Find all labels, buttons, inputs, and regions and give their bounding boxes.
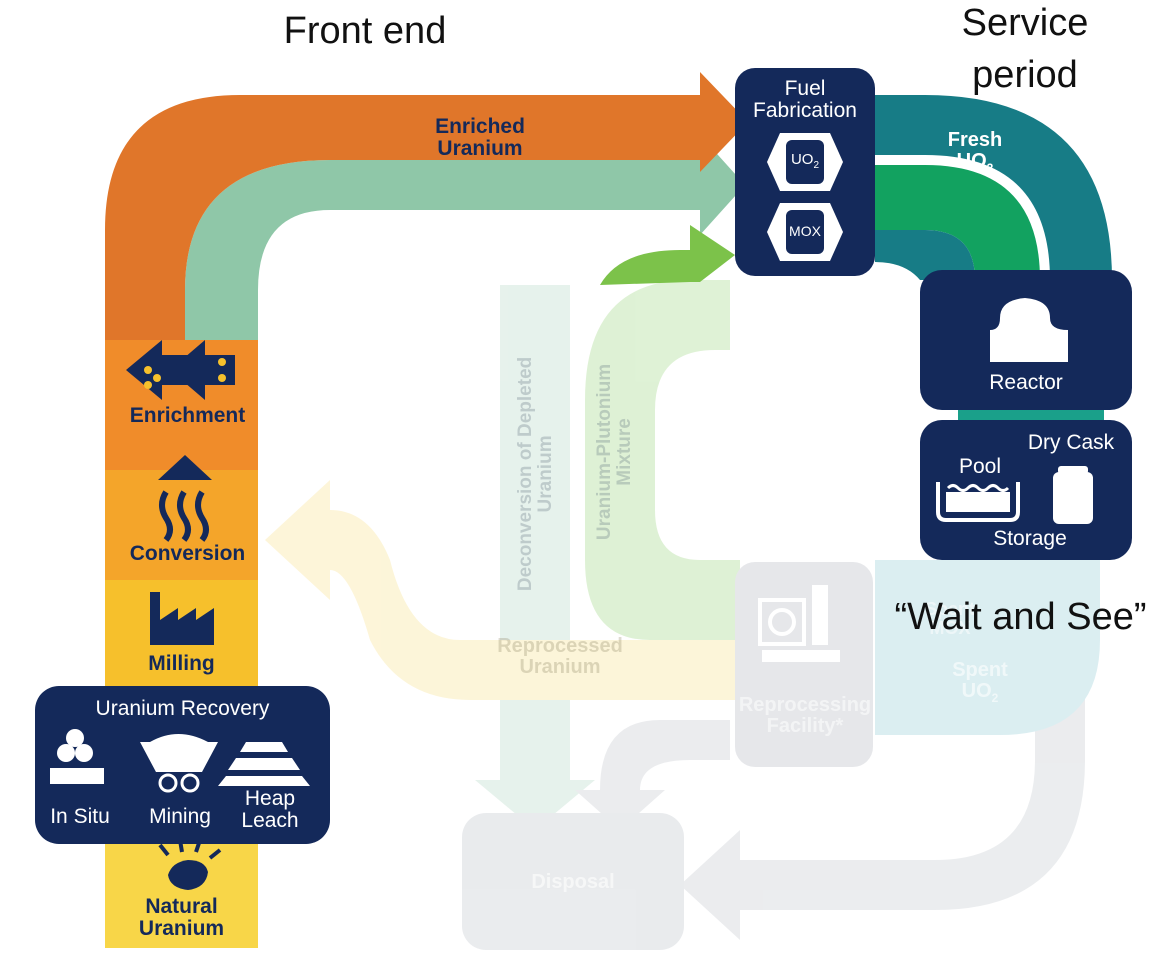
fresh-uo2-line: UO2 — [935, 151, 1015, 175]
heap-leach-line1: Heap — [244, 787, 296, 810]
reprocessed-uranium-arrow — [265, 480, 740, 700]
pool-label: Pool — [958, 455, 1002, 478]
spent-label: Spent — [952, 659, 1008, 681]
natural-uranium-label: Natural Uranium — [105, 895, 258, 941]
spent-uo2-label: Spent UO2 — [940, 660, 1020, 705]
fresh-mox-green-arc — [875, 165, 1040, 280]
natural-uranium-line1: Natural — [145, 895, 218, 918]
fuel-fabrication-line2: Fabrication — [753, 99, 857, 123]
back-end-faded-group — [265, 280, 1100, 950]
enrichment-label: Enrichment — [129, 404, 246, 427]
enriched-uranium-label: Enriched Uranium — [400, 115, 560, 161]
uo2-text: UO — [790, 151, 814, 168]
reactor-label: Reactor — [989, 371, 1063, 394]
enriched-uranium-arrow — [105, 72, 748, 340]
in-situ-icon — [50, 729, 104, 784]
natural-uranium-line2: Uranium — [138, 917, 225, 941]
reprocessing-facility-icon — [758, 585, 840, 662]
fresh-uo2-teal-arc — [875, 95, 1112, 280]
mox-label: MOX — [789, 223, 821, 239]
reprocessing-facility-label: Reprocessing Facility* — [735, 695, 875, 737]
heap-leach-label: Heap Leach — [228, 787, 312, 833]
deconversion-label: Deconversion of Depleted Uranium — [515, 334, 556, 614]
uo2-hexagon-icon — [767, 133, 843, 191]
reprocessed-line2: Uranium — [519, 656, 601, 678]
reprocessing-facility-box — [735, 562, 873, 767]
reprocessing-line1: Reprocessing — [738, 694, 872, 716]
front-end-heading: Front end — [283, 10, 447, 52]
mining-label: Mining — [149, 805, 211, 828]
deconversion-arrow — [475, 285, 595, 830]
service-period-heading-line2: period — [972, 54, 1078, 96]
heap-leach-line2: Leach — [241, 809, 299, 833]
deconversion-line1: Deconversion of Depleted — [515, 356, 537, 592]
disposal-box — [462, 813, 684, 950]
conversion-icon — [158, 455, 212, 542]
milling-label: Milling — [148, 652, 215, 675]
fresh-uo2-subscript: 2 — [986, 161, 994, 175]
fresh-uo2-label: Fresh UO2 — [935, 130, 1015, 175]
fuel-fabrication-title: Fuel Fabrication — [735, 77, 875, 123]
wait-and-see-annotation: “Wait and See” — [894, 596, 1147, 638]
spent-uo2-subscript: 2 — [991, 691, 999, 705]
reprocessing-line2: Facility* — [766, 715, 844, 737]
fuel-fabrication-line1: Fuel — [784, 77, 826, 100]
uranium-recovery-title: Uranium Recovery — [95, 697, 270, 720]
reactor-dome-icon — [990, 298, 1068, 362]
uranium-plutonium-arrow — [585, 280, 740, 640]
enriched-uranium-line1: Enriched — [435, 115, 525, 138]
milling-icon — [150, 592, 214, 645]
reactor-storage-connector — [958, 410, 1104, 420]
spent-uo2-line: UO2 — [940, 681, 1020, 705]
dry-cask-label: Dry Cask — [1027, 431, 1115, 454]
mox-hexagon-icon — [767, 203, 843, 261]
reprocessed-uranium-label: Reprocessed Uranium — [470, 636, 650, 678]
dry-cask-icon — [1053, 466, 1093, 524]
fresh-inner-teal-arc — [875, 230, 975, 280]
disposal-label: Disposal — [531, 871, 615, 893]
front-end-column-conversion — [105, 470, 258, 580]
enriched-uranium-line2: Uranium — [437, 137, 523, 161]
plutonium-lime-arrow — [600, 225, 735, 285]
mining-cart-icon — [140, 734, 218, 793]
storage-box — [920, 420, 1132, 560]
depleted-mint-band — [185, 135, 745, 340]
uo2-subscript: 2 — [813, 160, 820, 171]
uranium-plutonium-line1: Uranium-Plutonium — [594, 363, 616, 541]
uranium-plutonium-line2: Mixture — [614, 418, 635, 486]
storage-label: Storage — [993, 527, 1067, 550]
to-disposal-arrow — [575, 720, 730, 830]
uo2-label: UO2 — [786, 152, 824, 172]
enrichment-icon — [126, 340, 235, 400]
heap-leach-icon — [218, 742, 310, 786]
pool-icon — [936, 482, 1020, 522]
service-period-heading-line1: Service — [961, 2, 1089, 44]
deconversion-line2: Uranium — [535, 435, 556, 513]
reprocessed-line1: Reprocessed — [497, 635, 623, 657]
spent-fuel-return-arrow — [680, 560, 1085, 940]
spent-uo2-text: UO — [961, 680, 992, 702]
spent-fuel-band — [875, 560, 1100, 735]
fresh-label: Fresh — [947, 129, 1003, 151]
uranium-plutonium-label: Uranium-Plutonium Mixture — [594, 342, 635, 562]
in-situ-label: In Situ — [50, 805, 110, 828]
conversion-label: Conversion — [129, 542, 246, 565]
fresh-uo2-text: UO — [956, 150, 987, 172]
spent-mox-label: Spent MOX — [924, 599, 975, 638]
